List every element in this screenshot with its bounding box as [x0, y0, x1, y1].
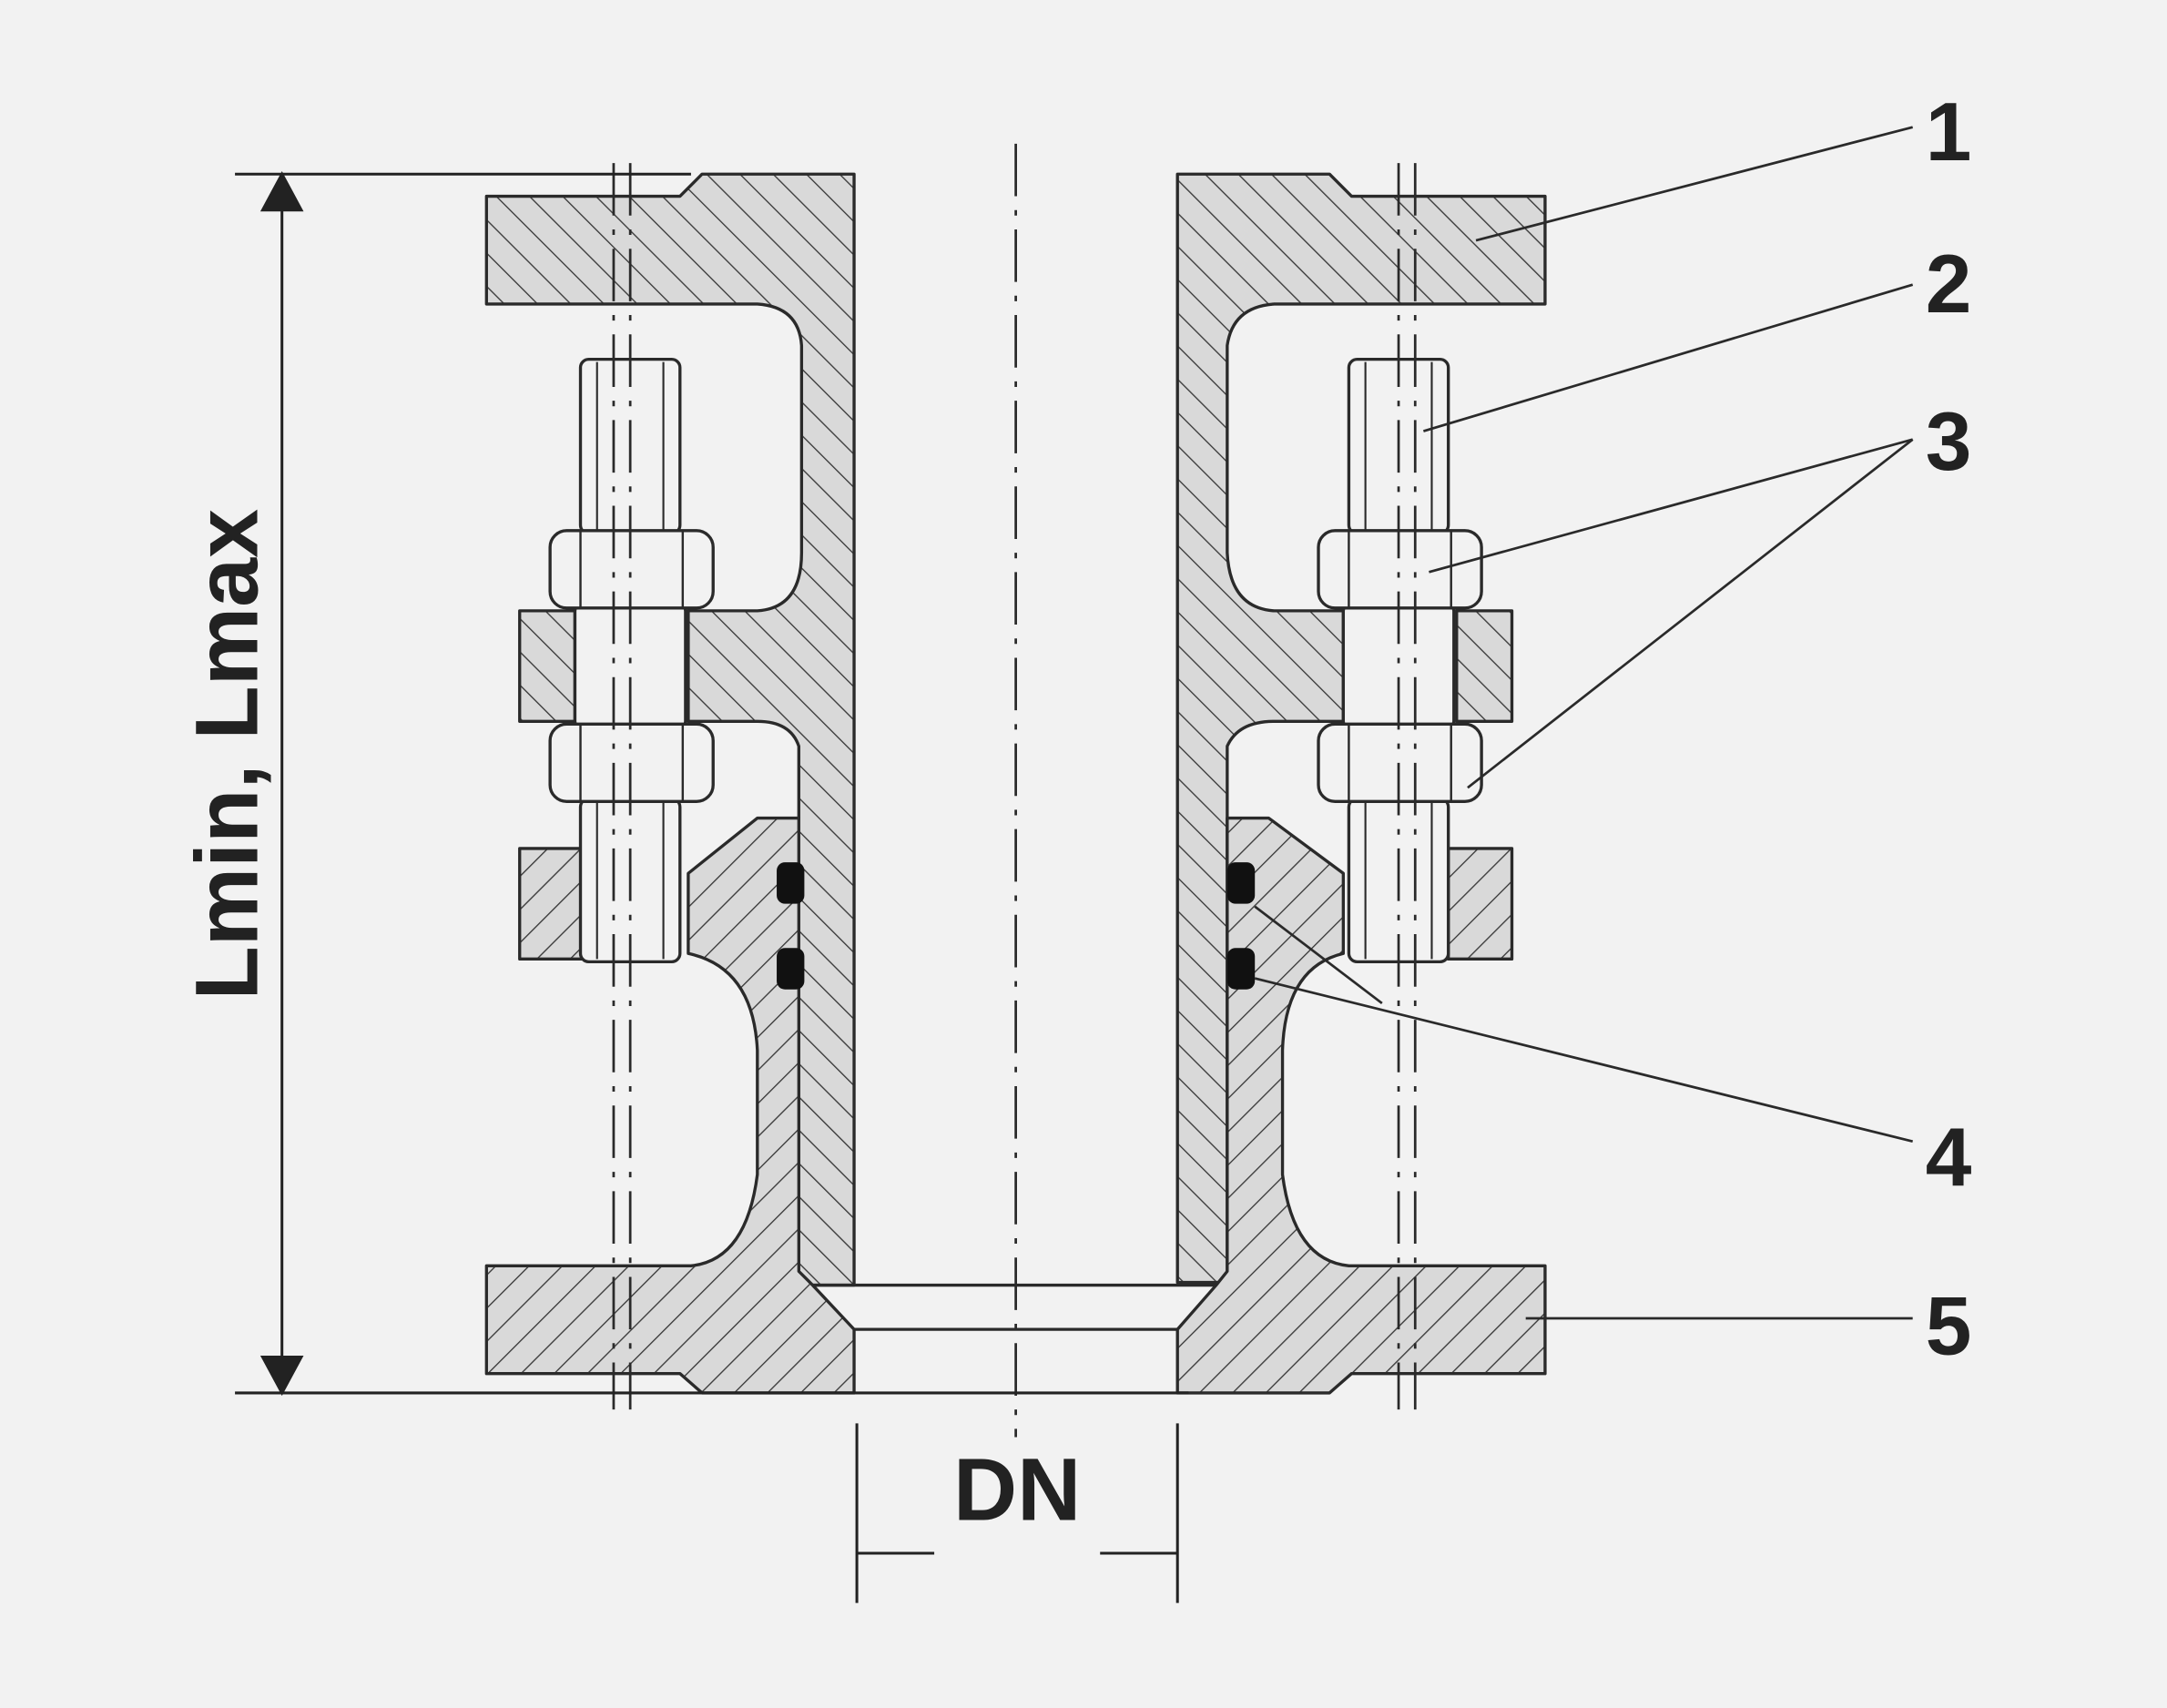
callout-1: 1 — [1926, 86, 1972, 178]
nut-left-lower — [548, 722, 715, 803]
o-ring-seals — [777, 862, 1256, 990]
nut-right-upper — [1317, 529, 1483, 610]
lower-lug-right — [1447, 847, 1514, 961]
leader-4b — [1254, 977, 1914, 1144]
leader-1 — [1475, 126, 1914, 242]
seal-right-lower — [1226, 948, 1256, 990]
centre-lines — [612, 143, 1417, 1438]
leader-lines — [1254, 126, 1914, 1320]
callout-5: 5 — [1926, 1280, 1972, 1372]
leader-3a — [1429, 438, 1914, 574]
nut-right-lower — [1317, 722, 1483, 803]
lower-lug-left — [518, 847, 585, 961]
upper-flange-sleeve — [484, 172, 1547, 1287]
callout-2: 2 — [1926, 239, 1972, 330]
seal-right-upper — [1226, 862, 1256, 904]
leader-4a — [1254, 905, 1383, 1005]
callout-3: 3 — [1926, 396, 1972, 488]
length-dimension — [235, 171, 1189, 1397]
diameter-dimension — [855, 1423, 1179, 1603]
seal-left-lower — [777, 948, 805, 990]
lower-body-left — [484, 816, 856, 1395]
dim-arrow-bottom — [259, 1355, 304, 1397]
nut-left-upper — [548, 529, 715, 610]
dim-arrow-top — [259, 171, 304, 212]
upper-lug-right — [1455, 609, 1514, 723]
upper-flange-right — [1175, 172, 1547, 1285]
seal-left-upper — [777, 862, 805, 904]
diameter-label: DN — [953, 1440, 1081, 1540]
bore-step — [812, 1283, 1216, 1331]
leader-2 — [1422, 283, 1914, 432]
lower-body-right — [1175, 816, 1547, 1395]
callout-4: 4 — [1926, 1112, 1972, 1204]
length-label: Lmin, Lmax — [177, 509, 276, 1001]
lower-flange-body — [484, 816, 1547, 1395]
leader-3b — [1467, 438, 1914, 789]
upper-lug-left — [518, 609, 577, 723]
upper-flange-left — [484, 172, 856, 1287]
